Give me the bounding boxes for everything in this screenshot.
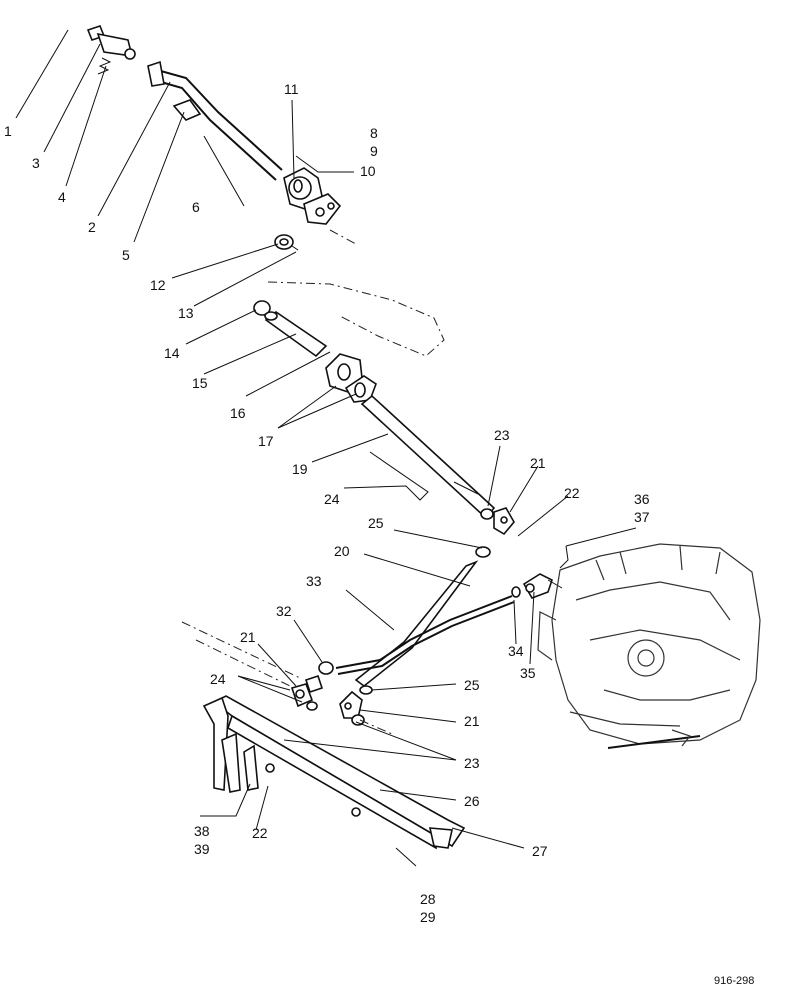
label-4: 4 (58, 189, 66, 205)
transmission-housing (537, 543, 761, 749)
label-32: 32 (276, 603, 292, 619)
leader-lines (15, 29, 637, 867)
label-29: 29 (420, 909, 436, 925)
clamp-17 (325, 353, 377, 403)
label-11: 11 (284, 81, 299, 97)
label-34: 34 (508, 643, 524, 659)
label-6: 6 (192, 199, 200, 215)
ball-joint-35 (511, 573, 563, 599)
label-15: 15 (192, 375, 208, 391)
clevis-lower-left (290, 674, 324, 711)
label-9: 9 (370, 143, 378, 159)
label-24-lower: 24 (210, 671, 226, 687)
label-22-upper: 22 (564, 485, 580, 501)
label-39: 39 (194, 841, 210, 857)
label-22-lower: 22 (252, 825, 268, 841)
support-frame (202, 695, 466, 850)
label-8: 8 (370, 125, 378, 141)
reference-code: 916-298 (714, 975, 754, 987)
label-21-lower: 21 (464, 713, 480, 729)
label-12: 12 (150, 277, 166, 293)
label-23-upper: 23 (494, 427, 510, 443)
label-16: 16 (230, 405, 246, 421)
part-labels: 1 3 4 2 5 6 11 8 9 10 12 13 14 15 16 17 … (4, 81, 650, 925)
label-25-lower: 25 (464, 677, 480, 693)
label-27: 27 (532, 843, 548, 859)
label-36: 36 (634, 491, 650, 507)
label-35: 35 (520, 665, 536, 681)
bushing-32 (318, 661, 334, 675)
reference-lines (181, 229, 445, 735)
label-26: 26 (464, 793, 480, 809)
pivot-housing (283, 167, 342, 225)
label-24-upper: 24 (324, 491, 340, 507)
label-38: 38 (194, 823, 210, 839)
label-33: 33 (306, 573, 322, 589)
label-5: 5 (122, 247, 130, 263)
bushing-12 (274, 234, 299, 251)
shift-rod-19 (360, 394, 496, 520)
label-28: 28 (420, 891, 436, 907)
label-3: 3 (32, 155, 40, 171)
label-19: 19 (292, 461, 308, 477)
label-10: 10 (360, 163, 376, 179)
gear-lever (86, 25, 283, 181)
label-17: 17 (258, 433, 274, 449)
clevis-lower-right (339, 685, 373, 726)
pin (172, 99, 202, 121)
label-21-upper: 21 (530, 455, 546, 471)
label-21-mid: 21 (240, 629, 256, 645)
label-14: 14 (164, 345, 180, 361)
label-23-lower: 23 (464, 755, 480, 771)
label-20: 20 (334, 543, 350, 559)
clevis-upper (475, 507, 515, 558)
label-13: 13 (178, 305, 194, 321)
label-2: 2 (88, 219, 96, 235)
label-25-upper: 25 (368, 515, 384, 531)
label-1: 1 (4, 123, 12, 139)
label-37: 37 (634, 509, 650, 525)
cable-33 (335, 595, 515, 675)
